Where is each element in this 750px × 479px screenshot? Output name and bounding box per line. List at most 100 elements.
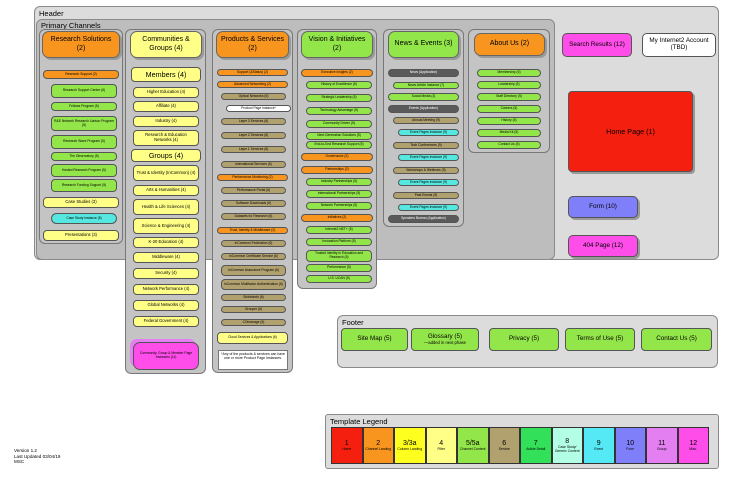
footer-terms-of-use[interactable]: Terms of Use (5) [565, 328, 635, 351]
news-item[interactable]: Event Pages Instance (9) [398, 204, 459, 211]
products-item[interactable]: Trust, Identity & Middleware (2) [217, 227, 288, 234]
about-item[interactable]: Contact Us (5) [477, 141, 541, 149]
footer-privacy[interactable]: Privacy (5) [489, 328, 559, 351]
about-heading[interactable]: About Us (2) [474, 33, 545, 56]
vision-item[interactable]: Network Partnerships (5) [306, 202, 372, 210]
news-item[interactable]: Event Pages Instance (9) [398, 154, 459, 161]
vision-item[interactable]: Next-Generation Solutions (5) [306, 132, 372, 140]
vision-item[interactable]: U.S. UCAN (5) [306, 275, 372, 283]
research-item[interactable]: Research Support (2) [43, 70, 119, 79]
vision-item[interactable]: Initiatives (2) [301, 214, 373, 222]
footer-contact-us[interactable]: Contact Us (5) [641, 328, 712, 351]
research-item[interactable]: Case Studies (3) [43, 197, 119, 208]
products-item[interactable]: Software Downloads (6) [221, 200, 286, 207]
communities-heading[interactable]: Communities & Groups (4) [130, 31, 202, 58]
products-item[interactable]: Layer 1 Services (6) [221, 146, 286, 153]
news-item[interactable]: Event Pages Instance (9) [398, 129, 459, 136]
research-item[interactable]: Research Support Center (6) [51, 84, 117, 98]
news-item[interactable]: Event Pages Instance (9) [398, 179, 459, 186]
communities-item[interactable]: Research & Education Networks (4) [133, 130, 199, 146]
vision-item[interactable]: End-to-End Research Support (5) [306, 141, 372, 149]
vision-heading[interactable]: Vision & Initiatives (2) [301, 31, 373, 58]
products-item[interactable]: Cloud Services & Applications (6) [217, 332, 288, 344]
communities-item[interactable]: Affiliate (4) [133, 101, 199, 112]
vision-item[interactable]: Community Driven (5) [306, 120, 372, 128]
research-item[interactable]: Case Study Instance (8) [51, 213, 117, 224]
communities-item[interactable]: Members (4) [131, 67, 201, 82]
form-box[interactable]: Form (10) [568, 196, 638, 218]
products-item[interactable]: InCommon Certificate Service (6) [221, 253, 286, 260]
vision-item[interactable]: International Partnerships (5) [306, 190, 372, 198]
news-heading[interactable]: News & Events (3) [388, 31, 459, 58]
vision-item[interactable]: Trusted Identity in Education and Resear… [306, 250, 372, 262]
home-page-box[interactable]: Home Page (1) [568, 91, 693, 172]
vision-item[interactable]: Innovation Platform (5) [306, 238, 372, 246]
products-item[interactable]: InCommon Federation (6) [221, 240, 286, 247]
vision-item[interactable]: Performance (5) [306, 264, 372, 272]
search-results-box[interactable]: Search Results (12) [562, 33, 632, 57]
products-item[interactable]: InCommon Multifactor Authentication (6) [221, 279, 286, 290]
products-item[interactable]: Datasets for Research (6) [221, 213, 286, 220]
about-item[interactable]: Careers (5) [477, 105, 541, 113]
vision-item[interactable]: Internet2 NET+ (5) [306, 226, 372, 234]
products-item[interactable]: Performance Portal (6) [221, 187, 286, 194]
communities-item[interactable]: Security (4) [133, 268, 199, 279]
communities-item[interactable]: K-20 Education (4) [133, 237, 199, 248]
research-item[interactable]: Research Funding Support (5) [51, 179, 117, 192]
research-item[interactable]: Fellows Program (5) [51, 102, 117, 111]
products-item[interactable]: Product Page Instance* [226, 105, 291, 112]
products-item[interactable]: Performance Monitoring (2) [217, 174, 288, 181]
communities-item[interactable]: Higher Education (4) [133, 87, 199, 98]
communities-item[interactable]: Science & Engineering (4) [133, 218, 199, 234]
vision-item[interactable]: Governance (2) [301, 153, 373, 161]
research-solutions-heading[interactable]: Research Solutions (2) [42, 31, 120, 58]
news-item[interactable]: Workshops & Webinars (9) [393, 167, 459, 174]
news-item[interactable]: News (Application) [388, 69, 459, 77]
about-item[interactable]: Leadership (5) [477, 81, 541, 89]
footer-site-map[interactable]: Site Map (5) [341, 328, 408, 351]
products-item[interactable]: Advanced Networking (2) [217, 81, 288, 88]
research-item[interactable]: R&E Network Research Liaison Program (5) [51, 116, 117, 131]
communities-item[interactable]: Federal Government (4) [133, 316, 199, 327]
products-heading[interactable]: Products & Services (2) [216, 31, 289, 58]
products-item[interactable]: InCommon Assurance Program (6) [221, 265, 286, 276]
research-item[interactable]: Hosted Research Program (5) [51, 164, 117, 177]
products-item[interactable]: Support (&Status) (2) [217, 69, 288, 76]
news-item[interactable]: Social Media (3) [388, 93, 459, 101]
research-item[interactable]: The Observatory (5) [51, 152, 117, 161]
404-page-box[interactable]: 404 Page (12) [568, 235, 638, 257]
communities-item[interactable]: Trust & Identity (InCommon) (4) [133, 165, 199, 181]
communities-item[interactable]: Middleware (4) [133, 252, 199, 263]
research-item[interactable]: Presentations (3) [43, 230, 119, 241]
vision-item[interactable]: Industry Partnerships (5) [306, 178, 372, 186]
news-item[interactable]: Past Events (9) [393, 192, 459, 199]
products-item[interactable]: International Services (6) [221, 161, 286, 168]
products-item[interactable]: Shibboleth (6) [221, 294, 286, 301]
products-item[interactable]: Layer 2 Services (6) [221, 132, 286, 139]
communities-item[interactable]: Arts & Humanities (4) [133, 185, 199, 196]
products-item[interactable]: Grouper (6) [221, 306, 286, 313]
communities-item[interactable]: Network Performance (4) [133, 284, 199, 295]
vision-item[interactable]: Executive Insights (2) [301, 69, 373, 77]
news-item[interactable]: Speakers Bureau (Application) [388, 215, 459, 223]
research-item[interactable]: Research Wave Program (5) [51, 135, 117, 149]
vision-item[interactable]: Strategic Leadership (5) [306, 94, 372, 102]
communities-item[interactable]: Global Networks (4) [133, 300, 199, 311]
news-item[interactable]: Tech Conferences (9) [393, 142, 459, 149]
news-item[interactable]: Annual Meeting (9) [393, 117, 459, 124]
communities-item[interactable]: Industry (4) [133, 116, 199, 127]
vision-item[interactable]: Partnerships (2) [301, 166, 373, 174]
vision-item[interactable]: Technology Advantage (5) [306, 107, 372, 115]
communities-item[interactable]: Community, Group & Member Page Instances… [133, 342, 199, 370]
products-item[interactable]: Optical Networks (6) [221, 93, 286, 100]
products-item[interactable]: Layer 3 Services (6) [221, 118, 286, 125]
about-item[interactable]: Staff Directory (5) [477, 93, 541, 101]
my-internet2-account-box[interactable]: My Internet2 Account (TBD) [642, 33, 716, 57]
products-item[interactable]: COmanage (6) [221, 319, 286, 326]
about-item[interactable]: Membership (5) [477, 69, 541, 77]
footer-glossary[interactable]: Glossary (5) —added in next phase [411, 328, 479, 351]
communities-item[interactable]: Groups (4) [131, 149, 201, 162]
news-item[interactable]: News Article Instance (7) [393, 82, 459, 89]
about-item[interactable]: Media Kit (5) [477, 129, 541, 137]
news-item[interactable]: Events (Application) [388, 105, 459, 113]
